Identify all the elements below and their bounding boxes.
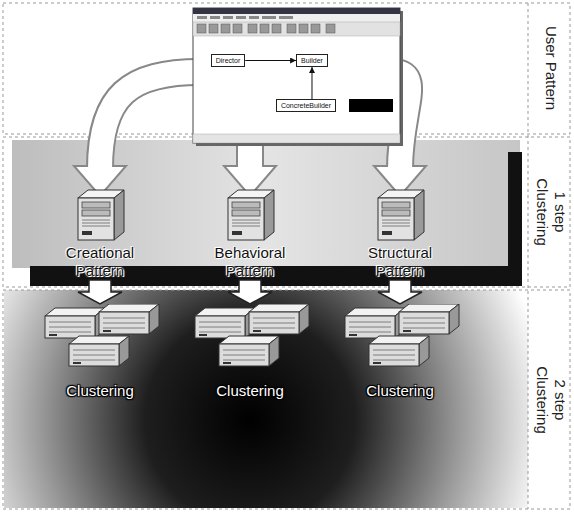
block-arrow [78,280,122,304]
cluster-label: Clustering [185,382,315,400]
pattern-name: Structural Pattern [350,244,450,280]
database-icon [222,188,278,242]
pattern-name: Behavioral Pattern [200,244,300,280]
class-box [349,99,393,112]
block-arrow [378,280,422,304]
uml-connector [311,67,312,99]
row-label: User Pattern [542,13,560,123]
database-icon [72,188,128,242]
editor-window [193,8,403,146]
uml-class-box: ConcreteBuilder [276,99,336,112]
uml-connector [245,60,296,61]
cluster-node: Clustering [335,304,465,400]
uml-class-box: Director [211,54,246,67]
server-cluster-icon [39,304,161,368]
cluster-node: Clustering [35,304,165,400]
pattern-name: Creational Pattern [50,244,150,280]
cluster-label: Clustering [335,382,465,400]
database-node: Creational Pattern [45,188,155,280]
block-arrow [228,280,272,304]
server-cluster-icon [189,304,311,368]
database-node: Behavioral Pattern [195,188,305,280]
class-name: Builder [301,56,323,65]
band-shadow [508,152,522,286]
database-node: Structural Pattern [345,188,455,280]
dark-ground [4,290,528,508]
database-icon [372,188,428,242]
row-label: 1 step Clustering [533,172,569,252]
class-name: Director [216,56,241,65]
region-outline [3,3,570,509]
uml-class-box: Builder [296,54,328,67]
row-label: 2 step Clustering [533,360,569,440]
class-name: ConcreteBuilder [281,101,331,110]
cluster-label: Clustering [35,382,165,400]
cluster-node: Clustering [185,304,315,400]
server-cluster-icon [339,304,461,368]
